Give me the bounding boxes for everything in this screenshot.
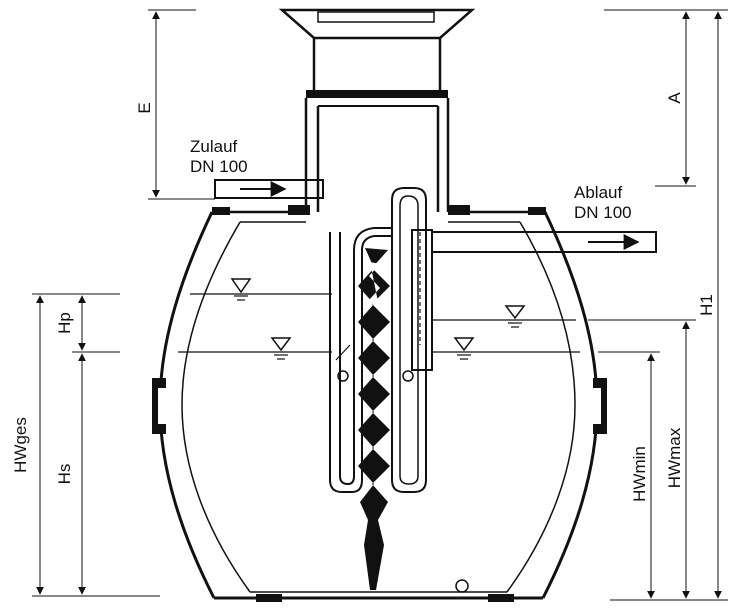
outlet-pipe <box>431 231 657 253</box>
inlet-pipe <box>214 179 324 199</box>
water-level-symbol <box>230 278 252 301</box>
dimension-h1-label: H1 <box>697 294 716 316</box>
dimension-hp <box>72 295 120 353</box>
dimension-a-label: A <box>665 92 684 104</box>
dimension-hwges <box>32 293 160 597</box>
dimension-e <box>148 9 215 200</box>
dimension-hwmin-label: HWmin <box>630 446 649 502</box>
tank-cover-funnel <box>278 8 476 98</box>
dimension-hwmin <box>598 351 660 599</box>
dimension-a <box>604 9 696 187</box>
dimension-hs-label: Hs <box>55 464 74 485</box>
water-level-symbol <box>504 305 526 328</box>
dimension-h1 <box>610 9 728 601</box>
dimension-hwmax <box>588 319 696 599</box>
inlet-label-title: Zulauf <box>190 137 238 156</box>
outlet-label-title: Ablauf <box>574 183 622 202</box>
outlet-label-size: DN 100 <box>574 203 632 222</box>
filter-assembly <box>329 187 433 590</box>
dimension-e-label: E <box>135 102 154 113</box>
inlet-label-size: DN 100 <box>190 157 248 176</box>
dimension-hwges-label: HWges <box>11 417 30 473</box>
tank-riser-shaft <box>304 98 450 212</box>
dimension-hp-label: Hp <box>55 312 74 334</box>
water-level-symbol <box>453 337 475 360</box>
water-level-symbol <box>270 337 292 360</box>
water-level-lines <box>178 293 580 353</box>
tank-body <box>152 205 607 602</box>
dimension-hwmax-label: HWmax <box>665 427 684 488</box>
